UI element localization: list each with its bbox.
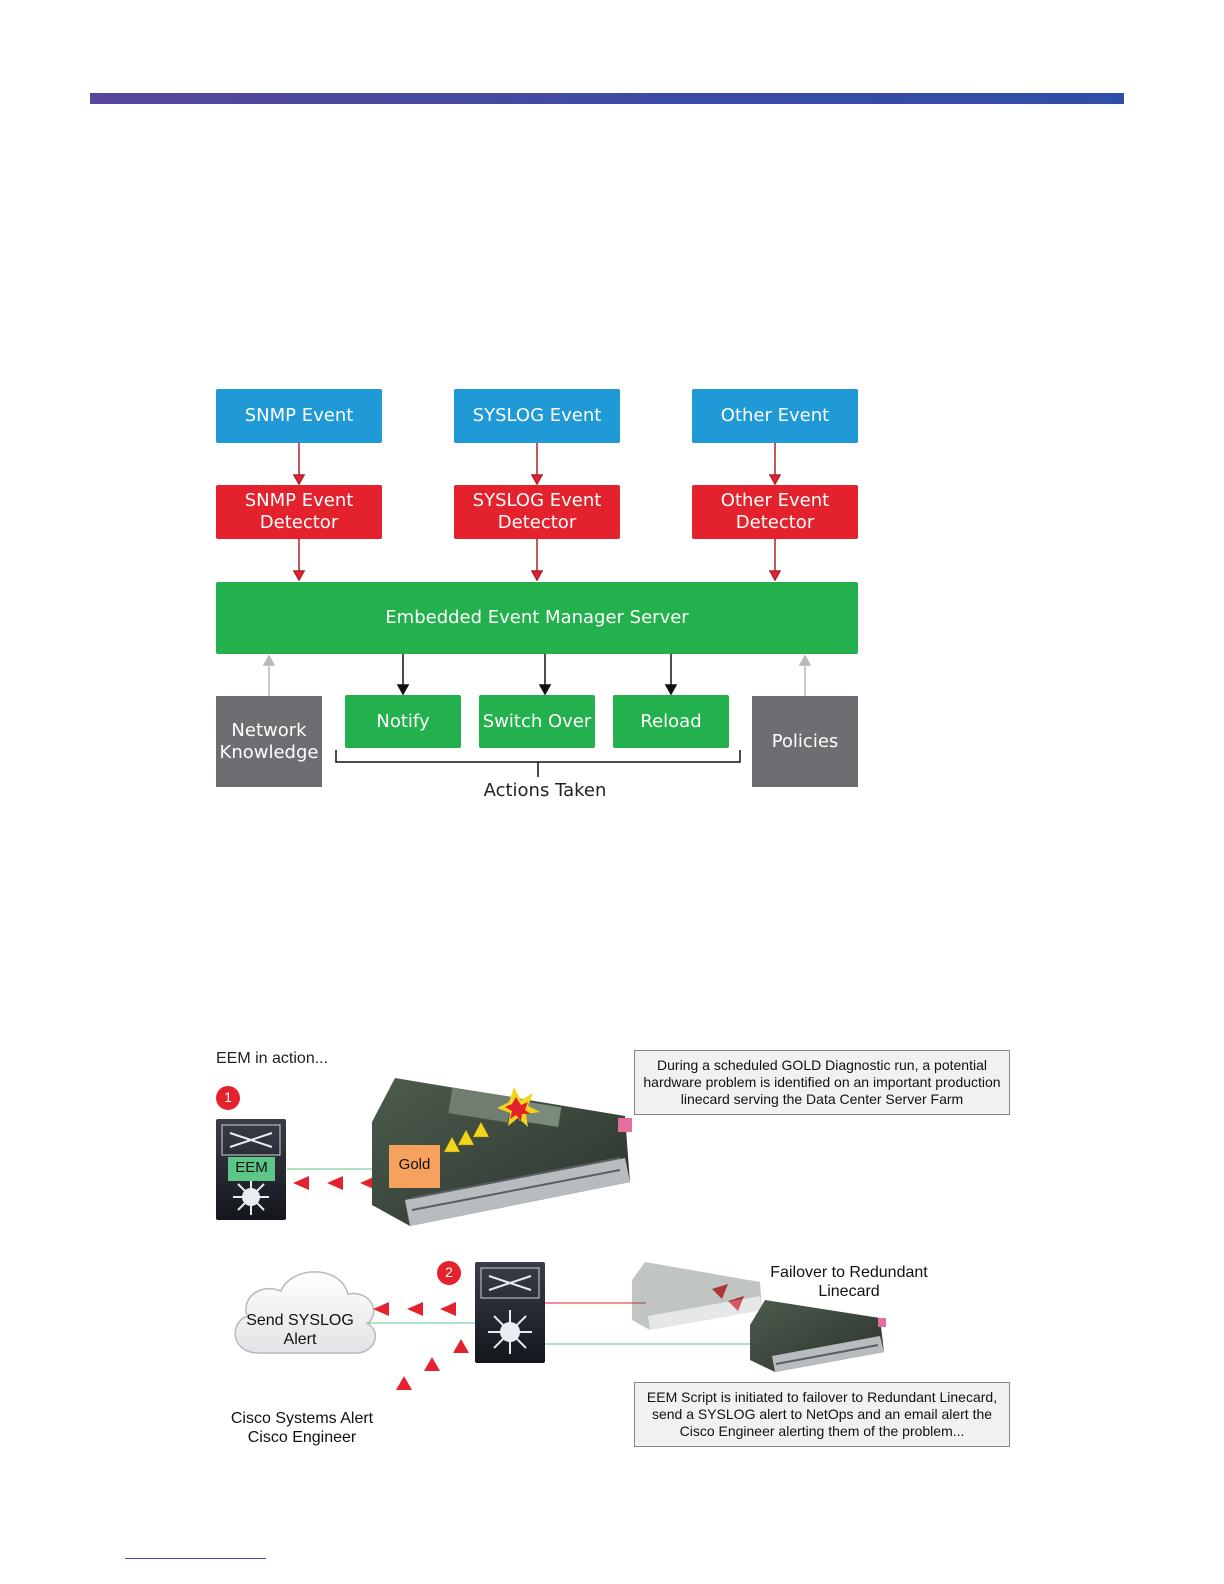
eem-server-box: Embedded Event Manager Server	[216, 582, 858, 654]
gold-label-box	[389, 1145, 440, 1188]
switch-icon	[475, 1262, 545, 1363]
policies-box: Policies	[752, 696, 858, 787]
actions-taken-caption: Actions Taken	[483, 780, 607, 801]
eem-label: EEM	[235, 1159, 268, 1176]
eem-label-box	[228, 1157, 275, 1181]
network-knowledge-box: Network Knowledge	[216, 696, 322, 787]
linecard-icon	[372, 1078, 632, 1226]
snmp-event-box: SNMP Event	[216, 389, 382, 443]
action-notify-box: Notify	[345, 695, 461, 748]
step2-badge	[437, 1261, 461, 1285]
syslog-event-box: SYSLOG Event	[454, 389, 620, 443]
snmp-detector-box: SNMP Event Detector	[216, 485, 382, 539]
step1-badge-label: 1	[224, 1089, 232, 1105]
diagram1-connectors	[262, 443, 812, 777]
redundant-linecard-icon	[750, 1300, 886, 1372]
action-reload-box: Reload	[613, 695, 729, 748]
cloud-icon	[234, 1271, 377, 1354]
gold-label: Gold	[398, 1156, 431, 1173]
callout-gold-diagnostic: During a scheduled GOLD Diagnostic run, …	[634, 1050, 1010, 1115]
cisco-engineer-label: Cisco Systems Alert Cisco Engineer	[230, 1410, 374, 1446]
action-switch-over-box: Switch Over	[479, 695, 595, 748]
alert-arrows-step2	[373, 1284, 744, 1390]
actions-bracket	[335, 750, 741, 777]
other-event-box: Other Event	[692, 389, 858, 443]
footer-rule	[125, 1558, 266, 1559]
header-bar	[90, 93, 1124, 104]
warning-triangle-icon	[443, 1121, 490, 1153]
explosion-icon	[497, 1087, 540, 1127]
failed-linecard-icon	[632, 1262, 762, 1330]
other-detector-box: Other Event Detector	[692, 485, 858, 539]
callout-eem-script: EEM Script is initiated to failover to R…	[634, 1382, 1010, 1447]
alert-arrows-step1	[293, 1176, 376, 1190]
eem-in-action-title: EEM in action...	[216, 1050, 329, 1067]
step2-badge-label: 2	[445, 1264, 453, 1280]
failover-label: Failover to Redundant Linecard	[770, 1264, 928, 1300]
step1-badge	[216, 1086, 240, 1110]
cloud-label: Send SYSLOG Alert	[246, 1312, 354, 1348]
syslog-detector-box: SYSLOG Event Detector	[454, 485, 620, 539]
